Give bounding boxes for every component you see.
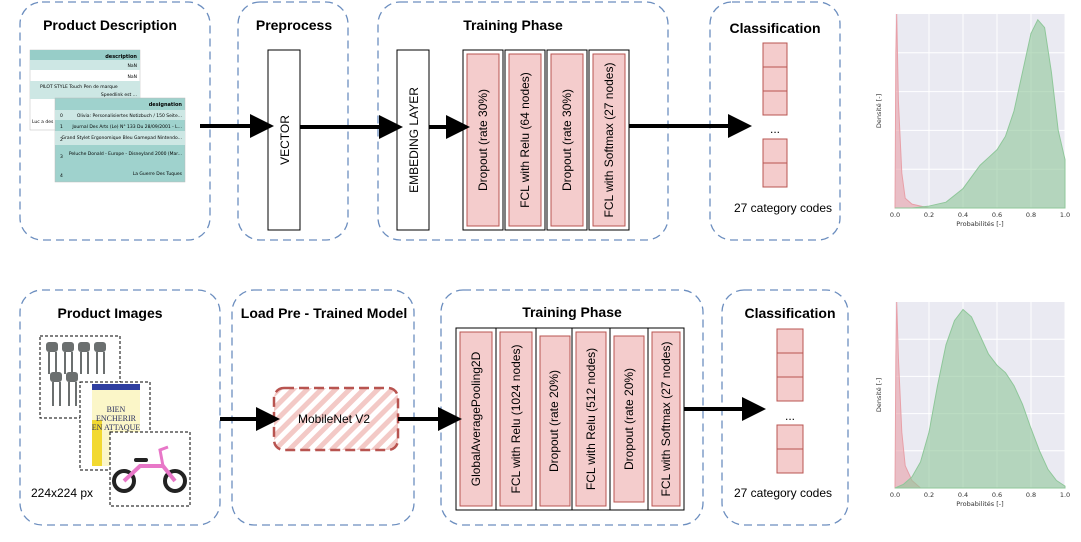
svg-text:PILOT STYLE Touch Pen de marqu: PILOT STYLE Touch Pen de marque xyxy=(40,84,118,90)
bottom-layer-5: Dropout (rate 20%) xyxy=(622,368,636,470)
y-axis-label: Densité [-] xyxy=(875,94,883,128)
x-tick-label: 0.4 xyxy=(958,211,968,219)
x-tick-label: 0.6 xyxy=(992,211,1002,219)
designation-table-front: designation 0 Olivia: Personalisiertes N… xyxy=(54,97,186,183)
title-classification-bottom: Classification xyxy=(744,305,835,321)
section-training-phase-top xyxy=(377,1,669,241)
vector-box xyxy=(267,49,301,231)
svg-text:NaN: NaN xyxy=(128,74,138,80)
svg-text:EN ATTAQUE: EN ATTAQUE xyxy=(92,423,141,432)
image-size-label: 224x224 px xyxy=(31,486,93,500)
balance-bike-image xyxy=(109,431,191,507)
section-product-description xyxy=(19,1,211,241)
x-tick-label: 0.2 xyxy=(924,211,934,219)
bottom-layer-3: Dropout (rate 20%) xyxy=(547,370,561,472)
density-series-1 xyxy=(895,18,1066,209)
section-preprocess xyxy=(237,1,349,241)
svg-text:Peluche Donald - Europe - Disn: Peluche Donald - Europe - Disneyland 200… xyxy=(69,151,182,157)
x-tick-label: 0.4 xyxy=(958,491,968,499)
x-tick-label: 0.0 xyxy=(890,211,900,219)
svg-text:Speedlink est ...: Speedlink est ... xyxy=(101,92,137,98)
top-output-cells xyxy=(762,42,788,188)
svg-text:designation: designation xyxy=(149,102,183,108)
svg-text:Olivia: Personalisiertes Notiz: Olivia: Personalisiertes Notizbuch / 150… xyxy=(77,113,182,119)
svg-text:4: 4 xyxy=(60,173,63,179)
x-tick-label: 1.0 xyxy=(1060,211,1070,219)
top-layer-2: FCL with Relu (64 nodes) xyxy=(518,72,532,208)
x-axis-label: Probabilités [-] xyxy=(956,220,1003,228)
svg-text:2: 2 xyxy=(60,137,63,143)
bottom-ellipsis: ... xyxy=(785,409,795,423)
x-axis-label: Probabilités [-] xyxy=(956,500,1003,508)
density-series-1 xyxy=(894,308,1066,489)
svg-text:La Guerre Des Tuques: La Guerre Des Tuques xyxy=(133,171,183,177)
embedding-layer-label: EMBEDING LAYER xyxy=(407,87,421,193)
bottom-layer-1: GlobalAveragePooling2D xyxy=(469,351,483,486)
y-axis-label: Densité [-] xyxy=(875,378,883,412)
section-product-images xyxy=(19,289,221,526)
top-category-codes: 27 category codes xyxy=(734,201,832,215)
vector-label: VECTOR xyxy=(278,115,292,165)
x-tick-label: 0.8 xyxy=(1026,211,1036,219)
bottom-layer-4: FCL with Relu (512 nodes) xyxy=(584,348,598,490)
svg-text:Grand Stylet Ergonomique Bleu: Grand Stylet Ergonomique Bleu Gamepad Ni… xyxy=(62,135,182,141)
top-layer-4: FCL with Softmax (27 nodes) xyxy=(602,63,616,218)
top-ellipsis: ... xyxy=(770,122,780,136)
top-training-layers: Dropout (rate 30%) FCL with Relu (64 nod… xyxy=(462,49,630,231)
mobilenet-label: MobileNet V2 xyxy=(298,412,370,426)
bottom-output-cells xyxy=(776,328,804,474)
title-preprocess: Preprocess xyxy=(256,17,332,33)
section-classification-top xyxy=(709,1,841,241)
svg-text:NaN: NaN xyxy=(128,63,138,69)
title-product-description: Product Description xyxy=(43,17,177,33)
x-tick-label: 0.8 xyxy=(1026,491,1036,499)
title-training-top: Training Phase xyxy=(463,17,563,33)
svg-text:ENCHERIR: ENCHERIR xyxy=(96,414,137,423)
section-load-model xyxy=(231,289,415,526)
bottom-layer-2: FCL with Relu (1024 nodes) xyxy=(509,345,523,494)
svg-text:Luc a des: Luc a des xyxy=(32,119,54,125)
bottom-category-codes: 27 category codes xyxy=(734,486,832,500)
svg-text:BIEN: BIEN xyxy=(107,405,126,414)
svg-text:3: 3 xyxy=(60,154,63,160)
svg-text:Journal Des Arts (Le) N° 133 D: Journal Des Arts (Le) N° 133 Du 28/09/20… xyxy=(71,124,182,130)
svg-text:description: description xyxy=(105,54,137,60)
x-tick-label: 1.0 xyxy=(1060,491,1070,499)
svg-text:1: 1 xyxy=(60,124,63,130)
x-tick-label: 0.6 xyxy=(992,491,1002,499)
title-training-bottom: Training Phase xyxy=(522,304,622,320)
bottom-layer-6: FCL with Softmax (27 nodes) xyxy=(659,342,673,497)
svg-text:0: 0 xyxy=(60,113,63,119)
top-layer-3: Dropout (rate 30%) xyxy=(560,89,574,191)
top-layer-1: Dropout (rate 30%) xyxy=(476,89,490,191)
title-classification-top: Classification xyxy=(729,20,820,36)
x-tick-label: 0.0 xyxy=(890,491,900,499)
embedding-layer-box xyxy=(396,49,430,231)
x-tick-label: 0.2 xyxy=(924,491,934,499)
title-product-images: Product Images xyxy=(57,305,162,321)
bottom-training-layers: GlobalAveragePooling2D FCL with Relu (10… xyxy=(455,327,685,511)
title-load-model: Load Pre - Trained Model xyxy=(241,305,407,321)
